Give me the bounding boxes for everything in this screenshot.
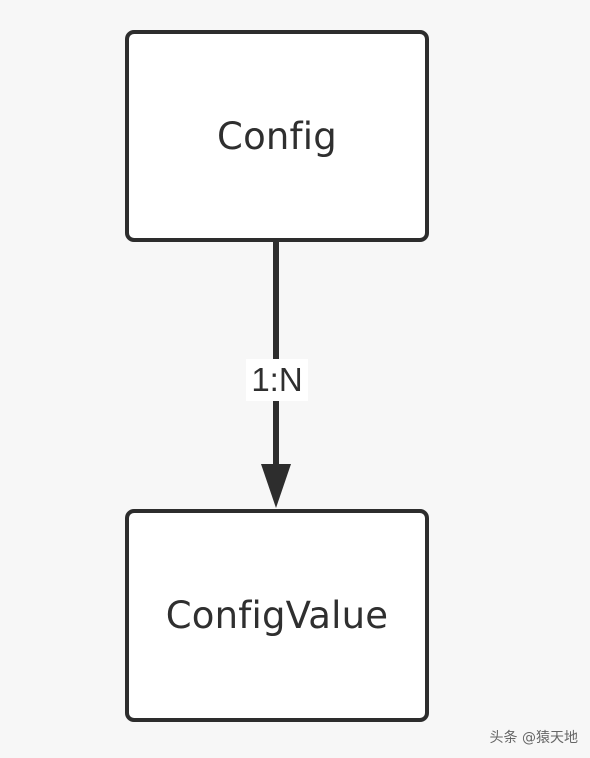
config-entity-box: Config [125, 30, 429, 242]
relationship-cardinality-label: 1:N [246, 359, 308, 401]
source-watermark: 头条 @猿天地 [489, 730, 578, 746]
config-entity-label: Config [217, 114, 337, 158]
config-value-entity-label: ConfigValue [165, 594, 389, 637]
arrowhead-icon [261, 464, 291, 508]
config-value-entity-box: ConfigValue [125, 509, 429, 722]
